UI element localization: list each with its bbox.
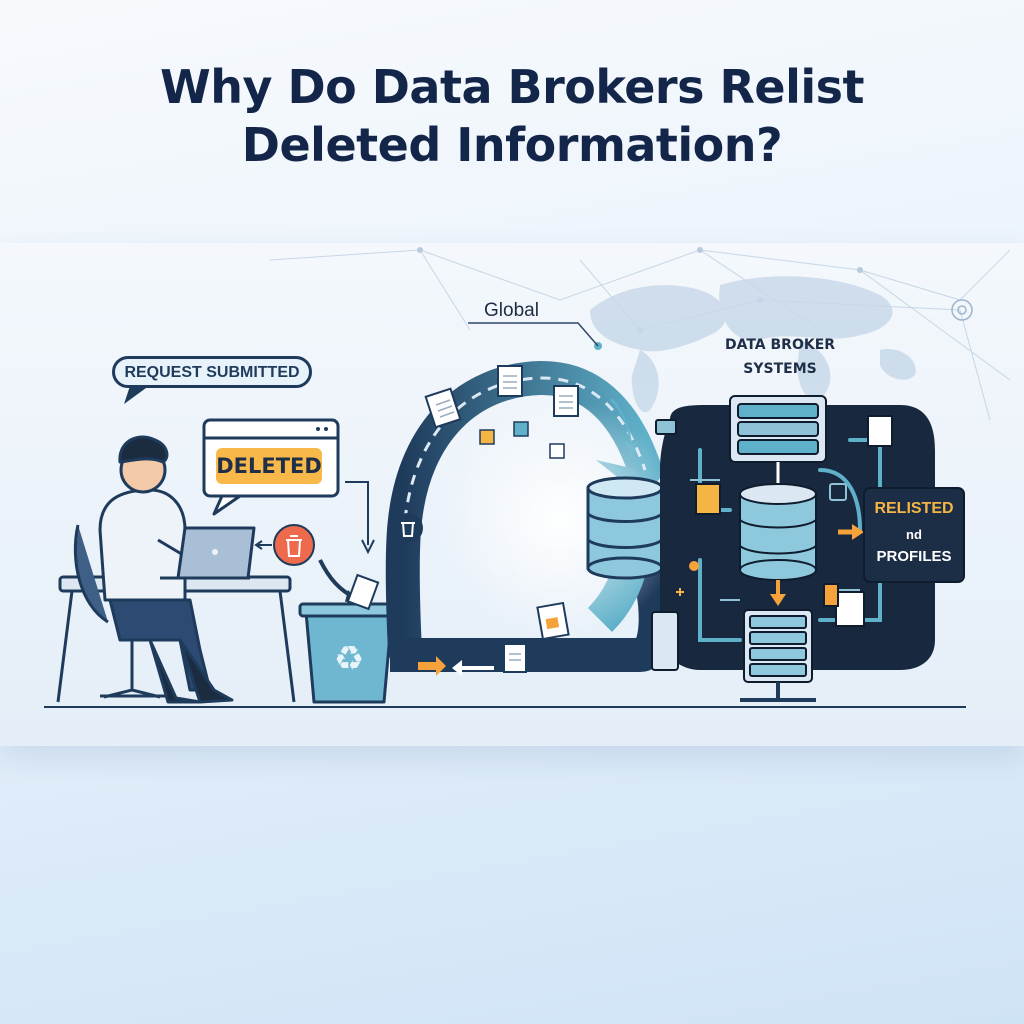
database-icon [586,476,664,580]
arc-trash-icon [393,513,423,543]
document-icon [346,365,579,673]
deleted-badge: DELETED [216,448,322,484]
chair [73,524,166,699]
relisted-label: RELISTED [874,500,954,517]
glow [440,400,680,640]
broker-database-icon [739,483,817,581]
relisted-arrow [852,524,864,540]
relisted-box [863,487,965,583]
server-icon [729,395,827,463]
data-broker-systems-label: DATA BROKER SYSTEMS [710,333,850,381]
title-line-1: Why Do Data Brokers Relist [159,60,865,114]
title-line-2: Deleted Information? [241,118,783,172]
page-title: Why Do Data Brokers Relist Deleted Infor… [0,58,1024,174]
dbs-line-1: DATA BROKER [724,337,836,353]
request-submitted-bubble: REQUEST SUBMITTED [112,356,312,388]
recycle-bin-icon [298,602,400,704]
panel-document-icon [651,415,893,671]
world-map-icon [590,276,916,413]
target-icon [951,299,973,321]
global-label: Global [484,300,539,321]
recycle-symbol: ♻ [334,639,364,679]
trash-icon [273,524,315,566]
profiles-label: PROFILES [876,548,952,565]
arc-arrows [418,656,446,676]
person-icon [98,435,234,704]
relisted-nd-label: nd [906,527,922,542]
laptop-icon [160,526,256,580]
global-pointer [468,322,599,347]
cube-icon [479,421,565,459]
server-rack-icon [743,609,813,683]
bubble-tail [124,386,146,404]
dbs-line-2: SYSTEMS [743,361,817,377]
